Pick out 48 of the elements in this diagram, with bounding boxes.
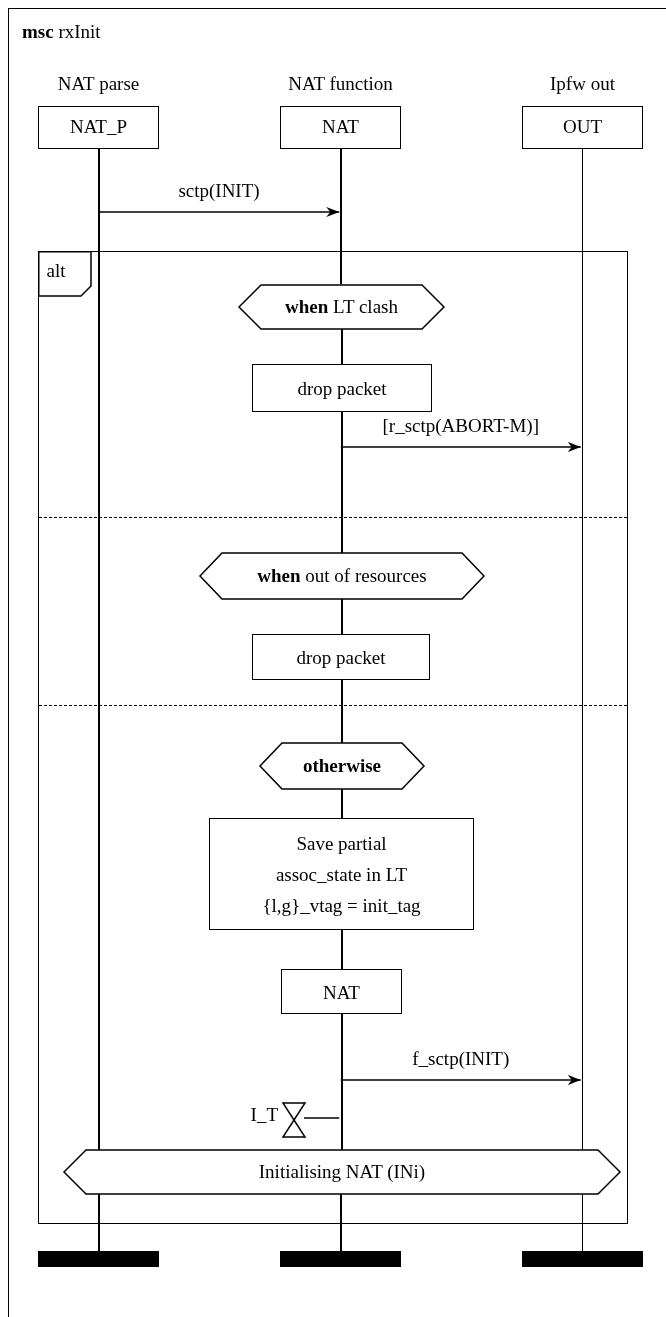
msc-frame	[8, 8, 666, 1317]
condition-text: when LT clash	[284, 296, 399, 318]
instance-name: Ipfw out	[549, 73, 616, 95]
stop-bar	[38, 1251, 159, 1267]
condition-text: when out of resources	[256, 565, 428, 587]
instance-label: NAT	[321, 116, 360, 138]
action-box	[281, 969, 402, 1014]
action-box	[252, 364, 432, 412]
edge-label: sctp(INIT)	[178, 180, 260, 202]
lifeline	[341, 680, 343, 743]
condition-hexagon	[239, 285, 444, 329]
alt-frame	[38, 251, 628, 1224]
instance-name: NAT function	[287, 73, 394, 95]
lifeline	[341, 1014, 343, 1150]
instance-label: OUT	[561, 116, 604, 138]
lifeline	[98, 149, 100, 1251]
action-text: drop packet	[295, 645, 387, 670]
lifeline	[341, 789, 343, 818]
message-arrow	[98, 207, 340, 217]
instance-label: NAT_P	[69, 116, 128, 138]
condition-text: otherwise	[301, 755, 383, 777]
message-arrow	[340, 1075, 582, 1085]
timer-symbol	[282, 1102, 306, 1138]
action-text: drop packet	[296, 376, 388, 401]
timer-label: I_T	[250, 1104, 278, 1126]
lifeline	[341, 599, 343, 634]
lifeline	[341, 930, 343, 969]
lifeline	[581, 149, 584, 1251]
lifeline	[340, 1193, 342, 1251]
lifeline	[341, 412, 343, 553]
edge-label: f_sctp(INIT)	[412, 1048, 510, 1070]
condition-hexagon	[260, 743, 424, 789]
condition-text: Initialising NAT (INi)	[257, 1161, 427, 1183]
stop-bar	[522, 1251, 643, 1267]
operator-label: alt	[46, 259, 66, 282]
action-text: Save partial assoc_state in LT {l,g}_vtag = init_tag	[261, 831, 422, 918]
edge-label: [r_sctp(ABORT-M)]	[382, 415, 539, 437]
condition-hexagon	[64, 1150, 620, 1194]
message-arrow	[340, 442, 582, 452]
frame-label: msc rxInit	[22, 21, 101, 43]
action-box	[209, 818, 474, 930]
stop-bar	[280, 1251, 401, 1267]
instance-name: NAT parse	[56, 73, 141, 95]
action-box	[252, 634, 430, 680]
lifeline	[340, 149, 342, 284]
action-text: NAT	[322, 980, 361, 1004]
lifeline	[341, 329, 343, 364]
condition-hexagon	[200, 553, 484, 599]
